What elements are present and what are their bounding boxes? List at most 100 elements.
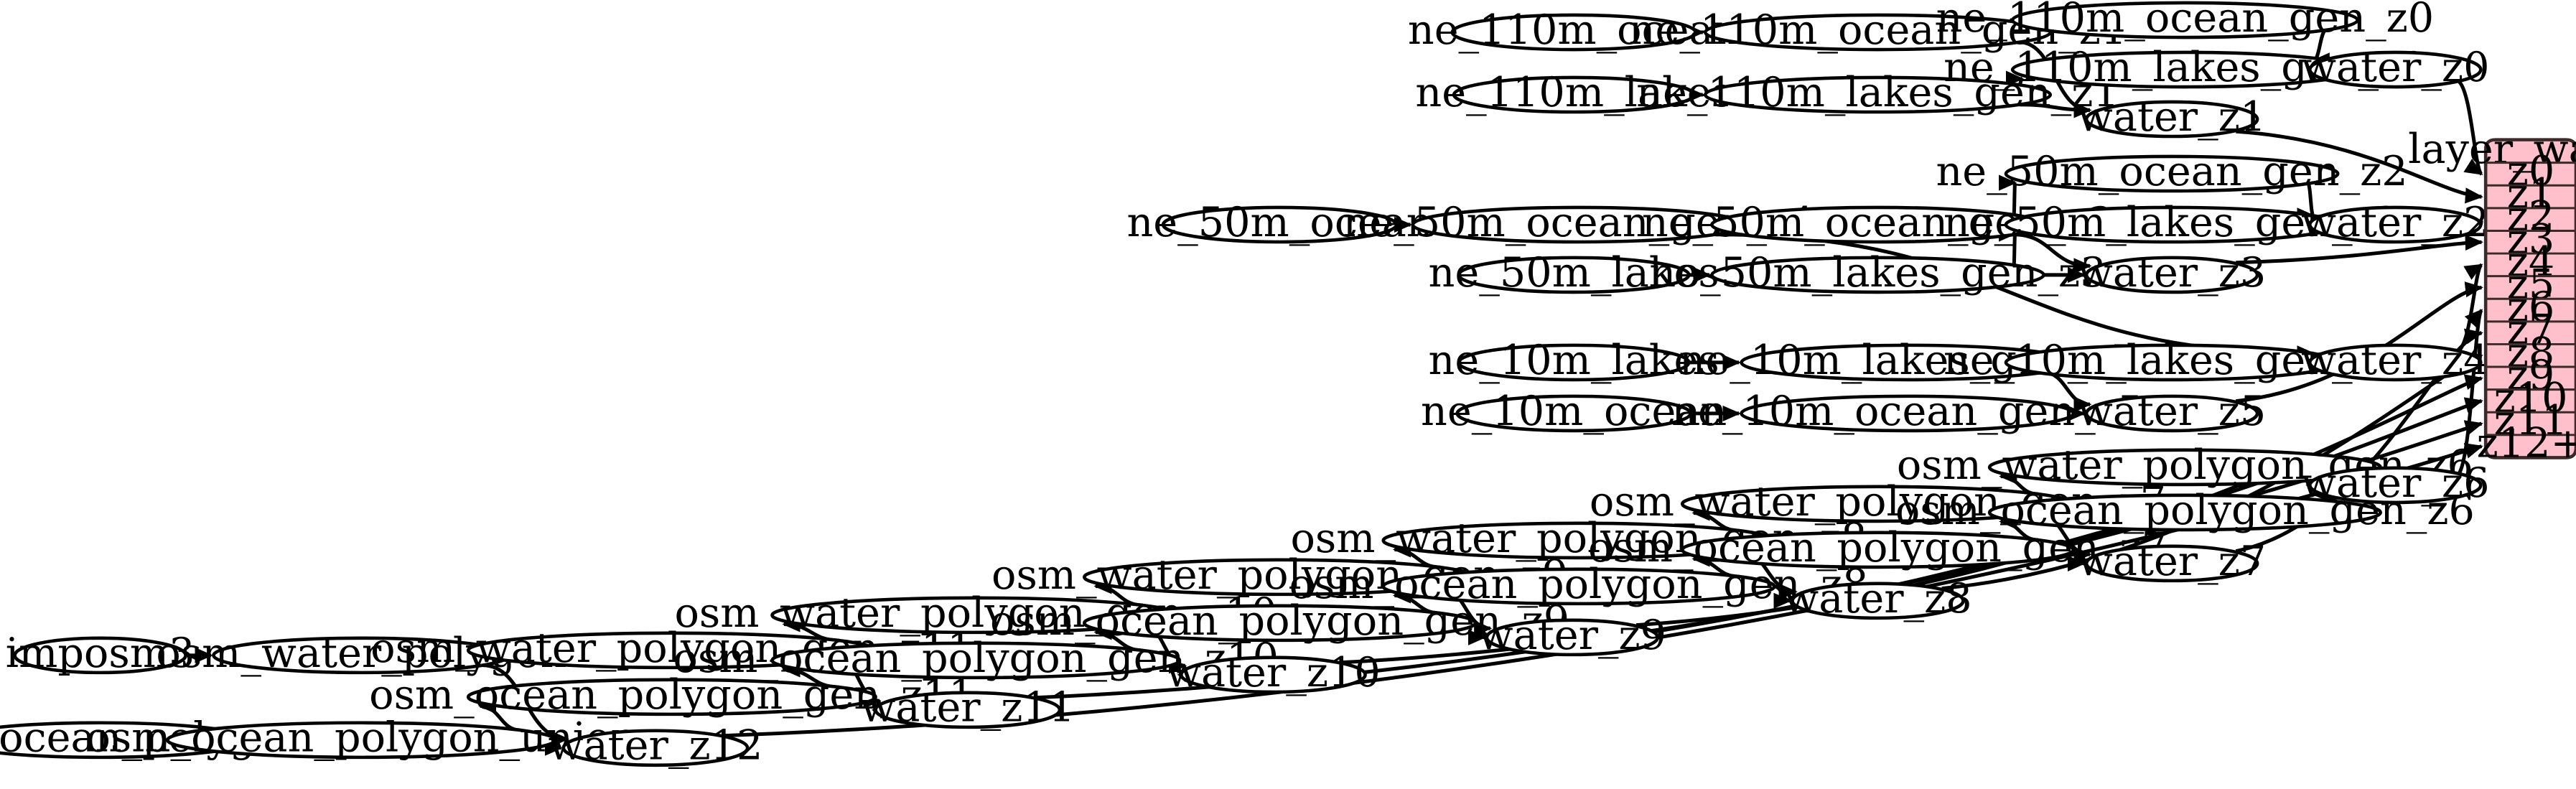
node-shape xyxy=(1703,75,2053,114)
node-water_z5[interactable]: water_z5 xyxy=(2078,388,2266,435)
node-shape xyxy=(1710,256,2045,294)
legend-row-z7[interactable]: z7 xyxy=(2507,307,2555,354)
node-osm_ocean_polygon_gen_z11[interactable]: osm_ocean_polygon_gen_z11 xyxy=(369,671,975,719)
node-shape xyxy=(1381,567,1776,606)
node-shape xyxy=(1450,13,1697,52)
legend-title: layer_water xyxy=(2408,126,2576,173)
node-shape xyxy=(2084,544,2259,583)
node-shape xyxy=(561,729,750,767)
legend-row-z11[interactable]: z11 xyxy=(2494,397,2568,444)
node-ne_10m_ocean_gen_z5[interactable]: ne_10m_ocean_gen_z5 xyxy=(1671,388,2143,435)
node-label: ne_110m_lakes xyxy=(1415,69,1732,116)
node-shape xyxy=(2308,205,2483,244)
node-osm_ocean_polygon_gen_z9[interactable]: osm_ocean_polygon_gen_z9 xyxy=(990,597,1569,645)
node-ne_10m_lakes[interactable]: ne_10m_lakes xyxy=(1429,337,1719,384)
node-shape xyxy=(1161,205,1399,244)
node-shape xyxy=(2308,343,2483,382)
node-water_z9[interactable]: water_z9 xyxy=(1478,612,1666,659)
node-ne_50m_lakes[interactable]: ne_50m_lakes xyxy=(1429,249,1719,297)
node-shape xyxy=(874,691,1062,729)
node-shape xyxy=(1740,394,2076,433)
node-label: water_z9 xyxy=(1478,612,1666,659)
node-label: ne_10m_ocean_gen_z5 xyxy=(1671,388,2143,435)
legend-row-z12+[interactable]: z12+ xyxy=(2477,420,2576,467)
node-water_z11[interactable]: water_z11 xyxy=(860,684,1075,732)
legend-row-z4[interactable]: z4 xyxy=(2507,238,2555,286)
node-shape xyxy=(1457,343,1691,382)
node-shape xyxy=(1452,75,1696,114)
edge-water_z5-to-legend-z5 xyxy=(2236,281,2483,403)
node-osm_ocean_polygon_union[interactable]: osm_ocean_polygon_union xyxy=(85,714,637,762)
edge-water_z12-to-legend-z12+ xyxy=(724,443,2483,738)
node-water_z10[interactable]: water_z10 xyxy=(1166,649,1381,696)
node-shape xyxy=(466,678,877,716)
node-osm_ocean_polygon_gen_z10[interactable]: osm_ocean_polygon_gen_z10 xyxy=(673,635,1279,682)
node-shape xyxy=(1485,618,1660,657)
legend-row-z10[interactable]: z10 xyxy=(2494,374,2568,421)
node-water_z6[interactable]: water_z6 xyxy=(2301,459,2489,507)
legend-row-z9[interactable]: z9 xyxy=(2507,352,2555,399)
node-osm_ocean_polygon_gen_z8[interactable]: osm_ocean_polygon_gen_z8 xyxy=(1289,561,1868,608)
node-label: water_z10 xyxy=(1166,649,1381,696)
node-label: water_z5 xyxy=(2078,388,2266,435)
node-imposm3[interactable]: imposm3 xyxy=(6,630,195,677)
legend-row-z1[interactable]: z1 xyxy=(2507,170,2555,218)
node-shape xyxy=(13,636,187,675)
node-shape xyxy=(2308,50,2483,89)
node-label: water_z4 xyxy=(2301,337,2489,384)
node-ne_110m_ocean[interactable]: ne_110m_ocean xyxy=(1408,6,1740,54)
node-label: ne_50m_ocean xyxy=(1126,199,1432,246)
node-label: ne_110m_ocean_gen_z0 xyxy=(1936,0,2435,42)
legend-table[interactable]: layer_waterz0z1z2z3z4z5z6z7z8z9z10z11z12… xyxy=(2408,126,2576,467)
node-label: osm_ocean_polygon_gen_z9 xyxy=(990,597,1569,645)
node-shape xyxy=(2084,100,2259,139)
node-label: ne_10m_lakes xyxy=(1429,337,1719,384)
node-shape xyxy=(2010,1,2359,39)
node-label: water_z12 xyxy=(549,722,763,770)
node-osm_ocean_polygon_gen_z6[interactable]: osm_ocean_polygon_gen_z6 xyxy=(1895,487,2475,534)
legend-row-z0[interactable]: z0 xyxy=(2507,147,2555,195)
node-label: osm_ocean_polygon_union xyxy=(85,714,637,762)
node-ne_50m_ocean_gen_z2[interactable]: ne_50m_ocean_gen_z2 xyxy=(1936,148,2407,195)
node-label: ne_110m_ocean xyxy=(1408,6,1740,54)
node-label: water_z8 xyxy=(1783,575,1971,622)
node-shape xyxy=(1455,394,1692,433)
node-water_z1[interactable]: water_z1 xyxy=(2078,93,2266,141)
node-osm_ocean_polygon_gen_z7[interactable]: osm_ocean_polygon_gen_z7 xyxy=(1588,524,2167,571)
node-water_z0[interactable]: water_z0 xyxy=(2301,44,2489,91)
node-water_z4[interactable]: water_z4 xyxy=(2301,337,2489,384)
node-shape xyxy=(1457,256,1691,294)
legend-row-z3[interactable]: z3 xyxy=(2507,215,2555,263)
node-ne_50m_lakes_gen_z2[interactable]: ne_50m_lakes_gen_z2 xyxy=(1943,199,2400,246)
node-ne_50m_lakes_gen_z3[interactable]: ne_50m_lakes_gen_z3 xyxy=(1649,249,2106,297)
node-shape xyxy=(1791,582,1965,620)
legend-row-z5[interactable]: z5 xyxy=(2507,261,2555,308)
node-shape xyxy=(2004,154,2340,193)
node-label: water_z3 xyxy=(2078,249,2266,297)
node-shape xyxy=(166,721,557,760)
node-label: osm_ocean_polygon_gen_z8 xyxy=(1289,561,1868,608)
legend-row-z6[interactable]: z6 xyxy=(2507,284,2555,331)
edge-ne_110m_lakes_gen_z1-to-water_z1 xyxy=(2019,102,2092,118)
node-label: osm_ocean_polygon_gen_z7 xyxy=(1588,524,2167,571)
node-water_z2[interactable]: water_z2 xyxy=(2301,199,2489,246)
node-ne_110m_ocean_gen_z0[interactable]: ne_110m_ocean_gen_z0 xyxy=(1936,0,2435,42)
node-water_z3[interactable]: water_z3 xyxy=(2078,249,2266,297)
node-ne_10m_ocean[interactable]: ne_10m_ocean xyxy=(1421,388,1727,435)
node-ne_50m_ocean[interactable]: ne_50m_ocean xyxy=(1126,199,1432,246)
legend-row-z8[interactable]: z8 xyxy=(2507,329,2555,376)
node-ne_110m_lakes[interactable]: ne_110m_lakes xyxy=(1415,69,1732,116)
node-water_z12[interactable]: water_z12 xyxy=(549,722,763,770)
node-label: water_z11 xyxy=(860,684,1075,732)
node-osm_water_polygon_gen_z6[interactable]: osm_water_polygon_gen_z6 xyxy=(1897,442,2473,489)
node-shape xyxy=(1179,655,1367,694)
node-shape xyxy=(2308,466,2483,505)
node-label: water_z7 xyxy=(2078,538,2266,585)
legend-row-z2[interactable]: z2 xyxy=(2507,193,2555,241)
nodes-layer: imposm3osm_water_polygonosm_ocean_polygo… xyxy=(0,0,2489,770)
node-label: water_z1 xyxy=(2078,93,2266,141)
node-water_z7[interactable]: water_z7 xyxy=(2078,538,2266,585)
node-water_z8[interactable]: water_z8 xyxy=(1783,575,1971,622)
